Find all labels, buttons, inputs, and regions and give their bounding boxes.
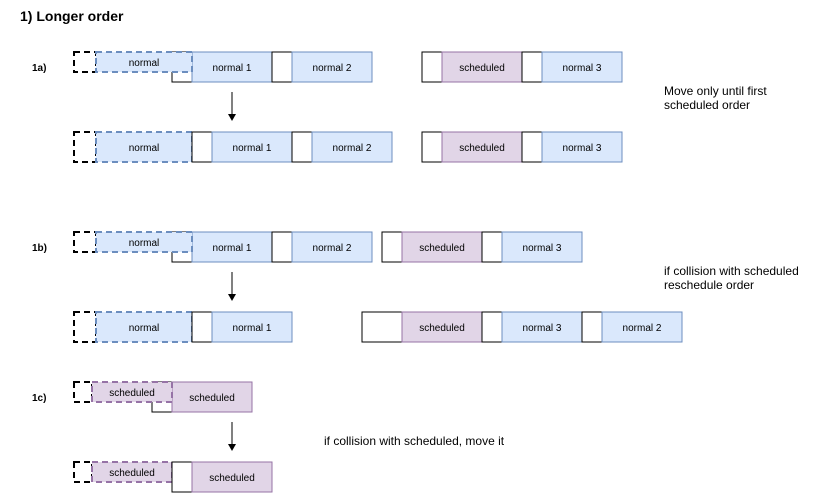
order-label: normal 1: [213, 63, 252, 74]
order-label: scheduled: [209, 473, 255, 484]
order-label: scheduled: [109, 388, 155, 399]
gap-block: [361, 311, 403, 343]
gap-block: [521, 51, 543, 83]
gap-block: [481, 311, 503, 343]
order-block-scheduled: [441, 51, 523, 83]
order-label: normal 2: [623, 323, 662, 334]
order-label: scheduled: [419, 243, 465, 254]
order-block-scheduled: [441, 131, 523, 163]
dashed-gap-block: [73, 51, 97, 73]
order-block-normal-1: [191, 231, 273, 263]
gap-block: [271, 51, 293, 83]
order-label: normal 2: [313, 63, 352, 74]
note-1a-line1: Move only until first: [664, 84, 767, 98]
order-label: normal 2: [333, 143, 372, 154]
order-label: normal 1: [233, 323, 272, 334]
gap-block: [191, 131, 213, 163]
order-block-normal-1: [191, 51, 273, 83]
order-label: normal 3: [523, 243, 562, 254]
dashed-gap-block: [73, 381, 93, 403]
order-block-normal-2: [601, 311, 683, 343]
gap-block: [291, 131, 313, 163]
gap-block: [421, 131, 443, 163]
order-label: normal: [129, 238, 160, 249]
order-label: scheduled: [109, 468, 155, 479]
order-block-normal-3: [541, 51, 623, 83]
order-block-scheduled: [191, 461, 273, 493]
order-label: normal 3: [523, 323, 562, 334]
order-label: normal: [129, 143, 160, 154]
new-order-block-normal: [95, 231, 193, 253]
gap-block: [191, 311, 213, 343]
row-1b-before: normal 1 normal 2 scheduled normal 3 nor…: [73, 231, 583, 263]
note-1b-line2: reschedule order: [664, 278, 754, 292]
row-1b-after: normal normal 1 scheduled normal 3 norma…: [73, 311, 683, 343]
note-1c-line1: if collision with scheduled, move it: [324, 434, 505, 448]
order-label: normal 1: [233, 143, 272, 154]
order-block-normal-1: [211, 131, 293, 163]
gap-block: [481, 231, 503, 263]
order-label: normal 3: [563, 143, 602, 154]
order-block-scheduled: [171, 381, 253, 413]
gap-block: [171, 461, 193, 493]
order-block-normal-2: [311, 131, 393, 163]
order-label: scheduled: [459, 143, 505, 154]
order-block-normal-3: [501, 311, 583, 343]
section-label-1a: 1a): [32, 63, 46, 74]
row-1c-after: scheduled scheduled: [73, 461, 273, 493]
order-block-scheduled: [401, 311, 483, 343]
arrow-down: [228, 272, 236, 301]
order-block-normal-2: [291, 51, 373, 83]
order-block-normal-3: [541, 131, 623, 163]
dashed-gap-block: [73, 231, 97, 253]
order-block-normal-1: [211, 311, 293, 343]
dashed-gap-block: [73, 131, 97, 163]
new-order-block-normal: [95, 51, 193, 73]
order-block-normal-2: [291, 231, 373, 263]
row-1c-before: scheduled scheduled: [73, 381, 253, 413]
order-label: normal 1: [213, 243, 252, 254]
gap-block: [381, 231, 403, 263]
dashed-gap-block: [73, 311, 97, 343]
order-label: normal 2: [313, 243, 352, 254]
diagram-title: 1) Longer order: [20, 8, 124, 24]
order-label: scheduled: [419, 323, 465, 334]
gap-block: [421, 51, 443, 83]
arrow-down: [228, 422, 236, 451]
order-label: normal: [129, 58, 160, 69]
order-label: normal: [129, 323, 160, 334]
gap-block: [271, 231, 293, 263]
order-block-normal-3: [501, 231, 583, 263]
dashed-gap-block: [73, 461, 93, 483]
note-1a-line2: scheduled order: [664, 98, 750, 112]
order-label: normal 3: [563, 63, 602, 74]
order-label: scheduled: [459, 63, 505, 74]
gap-block: [581, 311, 603, 343]
note-1b-line1: if collision with scheduled: [664, 264, 799, 278]
row-1a-before: normal 1 normal 2 scheduled normal 3 nor…: [73, 51, 623, 83]
new-order-block-scheduled: [91, 381, 173, 403]
gap-block: [521, 131, 543, 163]
arrow-down: [228, 92, 236, 121]
row-1a-after: normal normal 1 normal 2 scheduled norma…: [73, 131, 623, 163]
section-label-1c: 1c): [32, 393, 46, 404]
section-label-1b: 1b): [32, 243, 47, 254]
order-label: scheduled: [189, 393, 235, 404]
